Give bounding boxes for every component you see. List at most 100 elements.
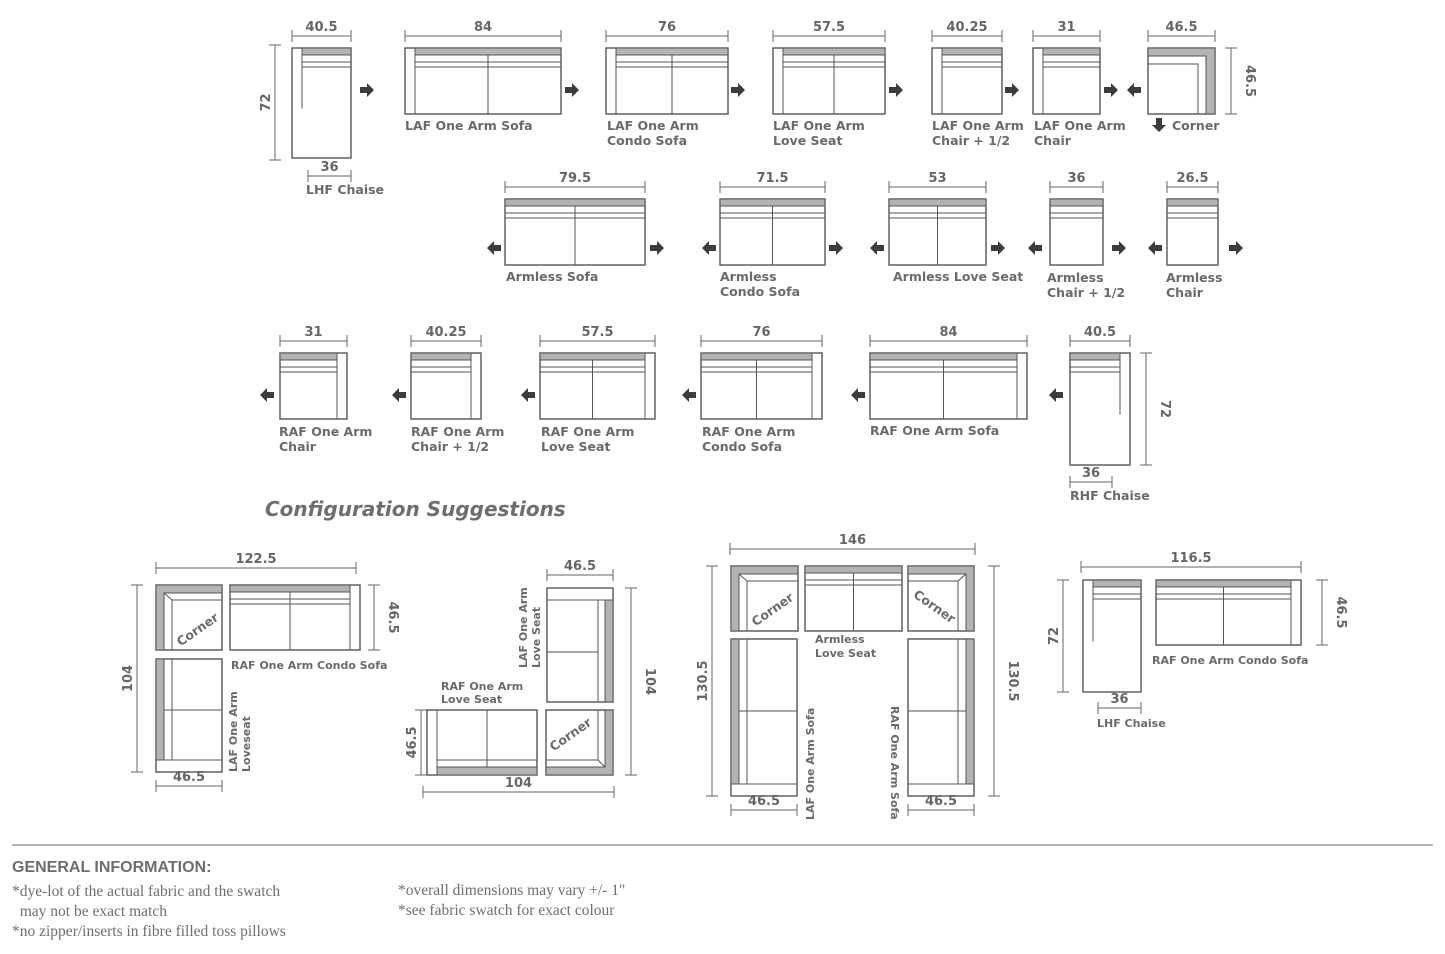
arrow-left-icon [682,388,696,402]
arrow-right-icon [1005,83,1019,97]
arrow-right-icon [1104,83,1118,97]
dimension-line [988,565,1000,797]
sofa-piece [931,47,1003,115]
dimension-label: 46.5 [564,559,596,574]
config1-corner [155,584,223,651]
arrow-left-icon [870,241,884,255]
dimension-label: 46.5 [173,770,205,785]
dimension-label: 36 [320,160,338,175]
dimension-line [422,786,615,798]
dimension-label: 31 [304,325,322,340]
dimension-line [1316,579,1328,646]
dimension-label: 130.5 [1005,660,1020,701]
general-info-line: *overall dimensions may vary +/- 1" [398,882,625,899]
dimension-line [1140,352,1152,466]
dimension-line [730,804,798,816]
sofa-piece [504,198,646,266]
config3-sofa-left [730,638,798,797]
dimension-line [1049,181,1104,193]
sofa-piece [404,47,562,115]
piece-label: RAF One Arm Condo Sofa [1152,654,1308,667]
dimension-label: 130.5 [696,660,711,701]
dimension-label: 76 [752,325,770,340]
arrow-left-icon [1049,388,1063,402]
dimension-line [1147,30,1216,42]
config2-loveseat-vertical [546,587,614,703]
arrow-left-icon [260,388,274,402]
dimension-line [888,181,987,193]
arrow-right-icon [731,83,745,97]
sofa-piece [1049,198,1104,266]
arrow-left-icon [1028,241,1042,255]
dimension-line [404,30,562,42]
piece-label: LHF Chaise [1097,717,1166,730]
arrow-left-icon [521,388,535,402]
sofa-piece [410,352,482,420]
dimension-line [1225,47,1237,115]
arrow-down-icon [1152,118,1166,132]
dimension-label: 40.5 [1084,325,1116,340]
arrow-right-icon [1229,241,1243,255]
config3-corner-right [907,565,975,632]
arrow-right-icon [889,83,903,97]
sofa-piece [1155,579,1302,646]
arrow-left-icon [702,241,716,255]
dimension-label: 72 [259,93,274,111]
dimension-label: 46.5 [1165,20,1197,35]
dimension-line [1069,335,1131,347]
dimension-label: 46.5 [1242,65,1257,97]
dimension-line [291,30,352,42]
dimension-label: 53 [928,171,946,186]
general-info-heading: GENERAL INFORMATION: [12,859,211,876]
piece-label: LAF One ArmLove Seat [517,587,543,668]
dimension-line [307,170,352,182]
dimension-line [719,181,826,193]
chaise-piece [1069,352,1131,466]
dimension-label: 36 [1082,466,1100,481]
dimension-label: 104 [642,668,657,695]
dimension-line [772,30,886,42]
arrow-left-icon [392,388,406,402]
dimension-line [410,335,482,347]
sofa-piece [888,198,987,266]
arrow-right-icon [991,241,1005,255]
piece-label: LAF One Arm Sofa [804,708,817,820]
sofa-piece [229,584,361,651]
dimension-label: 40.25 [946,20,987,35]
configuration-title: Configuration Suggestions [265,497,566,521]
corner-piece [1147,47,1216,115]
dimension-label: 31 [1057,20,1075,35]
dimension-line [504,181,646,193]
dimension-label: 46.5 [385,601,400,633]
arrow-left-icon [487,241,501,255]
dimension-label: 46.5 [925,794,957,809]
dimension-line [131,584,143,773]
dimension-line [1166,181,1219,193]
dimension-line [155,780,223,792]
dimension-label: 26.5 [1176,171,1208,186]
dimension-line [269,44,281,161]
config2-loveseat-horizontal [426,709,538,776]
sofa-piece [279,352,348,420]
piece-label: RAF One Arm Sofa [870,423,999,438]
dimension-line [706,565,718,797]
dimension-label: 104 [505,776,532,791]
dimension-label: 46.5 [1333,596,1348,628]
dimension-line [546,569,614,581]
arrow-right-icon [829,241,843,255]
dimension-label: 122.5 [235,552,276,567]
general-info-line: *dye-lot of the actual fabric and the sw… [12,883,280,900]
piece-label: RAF One Arm Sofa [888,706,901,820]
dimension-line [539,335,656,347]
sofa-piece [1032,47,1101,115]
